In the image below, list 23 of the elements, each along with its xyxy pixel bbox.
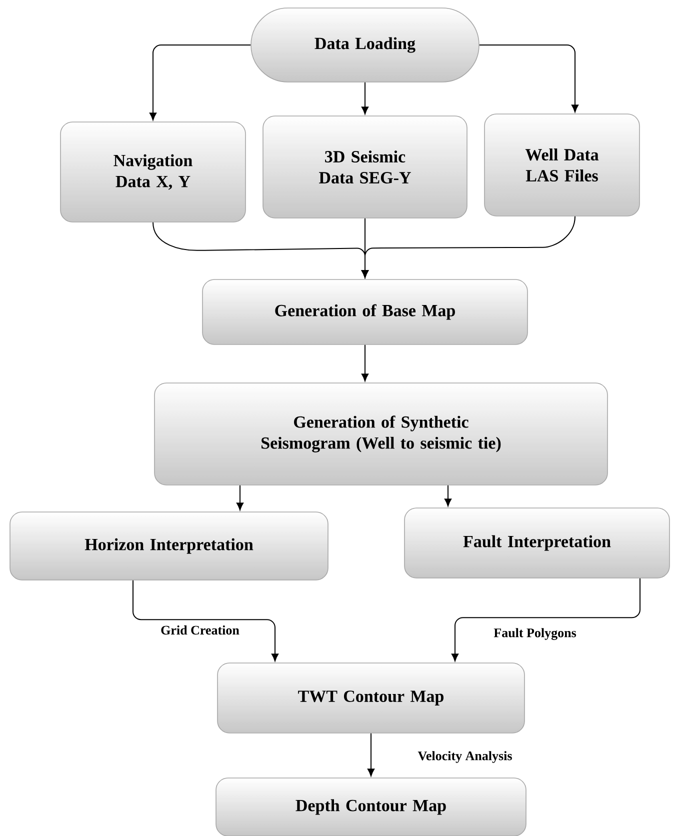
arrow <box>361 216 576 278</box>
edge-label: Velocity Analysis <box>416 750 514 764</box>
process-box: Depth Contour Map <box>216 778 526 836</box>
process-box: Generation of Synthetic Seismogram (Well to seismic tie) <box>154 382 608 486</box>
process-box: Fault Interpretation <box>404 508 670 578</box>
arrow <box>361 344 369 382</box>
arrow <box>236 484 244 510</box>
process-box: Well Data LAS Files <box>484 114 640 216</box>
edge-label: Fault Polygons <box>492 627 578 641</box>
process-box: Horizon Interpretation <box>10 512 328 580</box>
process-box: TWT Contour Map <box>217 662 525 734</box>
arrow <box>149 44 252 120</box>
arrow <box>451 578 640 662</box>
arrow <box>478 44 579 112</box>
arrow <box>444 484 452 506</box>
arrow <box>132 580 279 662</box>
process-box: Navigation Data X, Y <box>60 122 246 222</box>
process-box: Generation of Base Map <box>202 279 528 345</box>
arrow <box>367 732 375 776</box>
edge-label: Grid Creation <box>160 624 240 636</box>
process-box: 3D Seismic Data SEG-Y <box>262 116 468 218</box>
start-pill: Data Loading <box>250 8 480 82</box>
arrow <box>361 82 369 114</box>
